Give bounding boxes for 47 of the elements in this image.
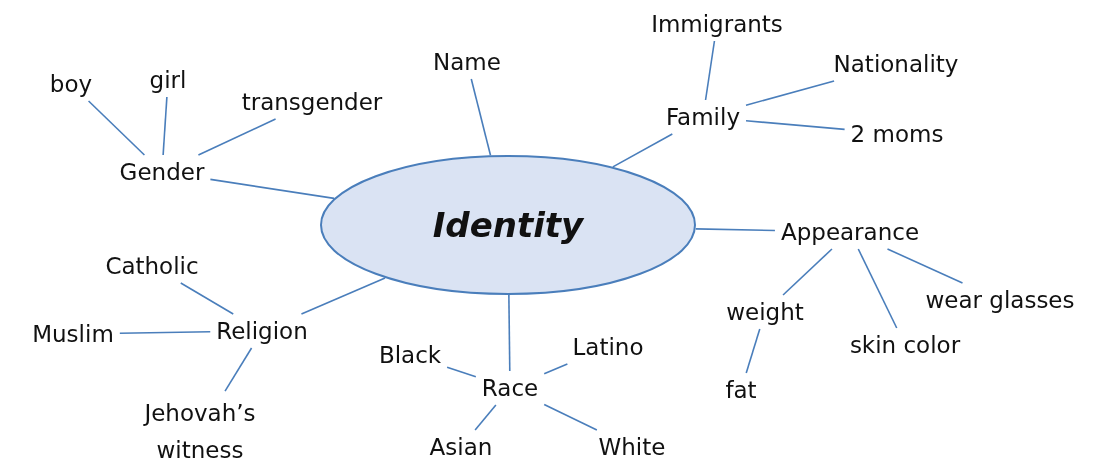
connector-line	[470, 78, 492, 157]
connector-line	[694, 228, 776, 232]
connector-line	[446, 366, 477, 378]
topic-label: wear glasses	[925, 287, 1075, 313]
topic-label: Muslim	[32, 321, 114, 347]
connector-line	[857, 248, 898, 329]
connector-line	[474, 404, 497, 431]
topic-label: Latino	[572, 334, 644, 360]
connector-line	[119, 331, 212, 335]
topic-label: Name	[433, 49, 501, 75]
central-concept: Identity	[432, 205, 584, 245]
connector-line	[704, 40, 716, 101]
connector-line	[782, 248, 833, 296]
connector-line	[745, 80, 835, 106]
topic-label: Nationality	[833, 51, 959, 77]
topic-label: Family	[666, 104, 740, 130]
topic-label: 2 moms	[850, 121, 944, 147]
topic-label: Asian	[429, 434, 493, 460]
connector-line	[745, 328, 761, 374]
topic-label: White	[598, 434, 666, 460]
topic-label: Race	[481, 375, 539, 401]
connector-line	[612, 133, 674, 168]
connector-line	[87, 100, 146, 156]
topic-label: Immigrants	[651, 11, 783, 37]
topic-label: Catholic	[105, 253, 199, 279]
connector-line	[543, 403, 598, 431]
connector-line	[300, 277, 386, 315]
topic-label: Appearance	[780, 219, 920, 245]
connector-line	[209, 178, 335, 200]
topic-label: girl	[149, 67, 187, 93]
topic-label: weight	[726, 299, 804, 325]
connector-line	[224, 347, 253, 392]
topic-label: Black	[378, 342, 442, 368]
connector-line	[197, 118, 277, 156]
connector-line	[543, 363, 569, 375]
topic-label: fat	[725, 377, 757, 403]
topic-label: Religion	[216, 318, 308, 344]
connector-line	[162, 96, 168, 156]
connector-line	[508, 294, 511, 372]
topic-label: Jehovah’s witness	[125, 395, 275, 469]
connector-line	[745, 119, 846, 131]
topic-label: Gender	[119, 159, 205, 185]
topic-label: transgender	[241, 89, 383, 115]
topic-label: boy	[49, 71, 93, 97]
connector-line	[886, 248, 964, 284]
connector-line	[179, 282, 235, 315]
topic-label: skin color	[849, 332, 961, 358]
